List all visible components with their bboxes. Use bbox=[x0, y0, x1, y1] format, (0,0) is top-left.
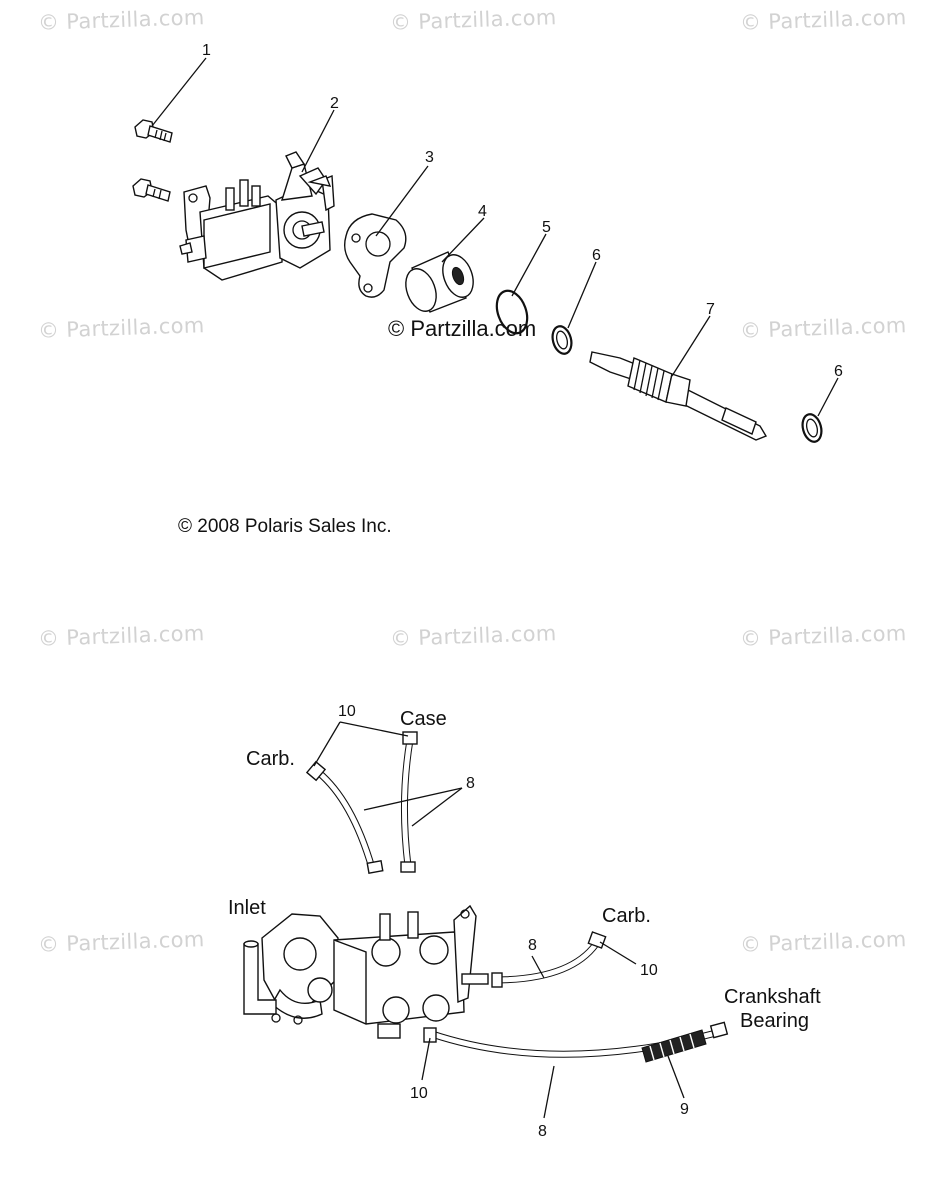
callout-number: 6 bbox=[592, 247, 601, 264]
callout-number: 10 bbox=[410, 1085, 428, 1102]
oil-pump-icon bbox=[261, 904, 489, 1039]
callout-number: 4 bbox=[478, 203, 487, 220]
spring-guard-icon bbox=[641, 1029, 707, 1063]
callout-number: 2 bbox=[330, 95, 339, 112]
callout-number: 9 bbox=[680, 1101, 689, 1118]
gasket-icon bbox=[343, 213, 407, 298]
callout-number: 10 bbox=[640, 962, 658, 979]
callout-number: 5 bbox=[542, 219, 551, 236]
callout-number: 8 bbox=[466, 775, 475, 792]
callout-number: 1 bbox=[202, 42, 211, 59]
washer-icon bbox=[551, 325, 573, 355]
drive-shaft-icon bbox=[589, 351, 768, 441]
case-label: Case bbox=[400, 708, 447, 730]
callout-number: 3 bbox=[425, 149, 434, 166]
o-ring-icon bbox=[495, 289, 529, 335]
callout-number: 7 bbox=[706, 301, 715, 318]
oil-pump-icon bbox=[179, 151, 335, 281]
washer-icon bbox=[801, 413, 823, 443]
bolt-icon bbox=[132, 178, 171, 202]
callout-number: 8 bbox=[528, 937, 537, 954]
callout-number: 8 bbox=[538, 1123, 547, 1140]
center-watermark: © Partzilla.com bbox=[388, 316, 537, 341]
bolt-icon bbox=[134, 119, 173, 143]
carb-label: Carb. bbox=[246, 748, 295, 770]
carb-label: Carb. bbox=[602, 905, 651, 927]
crankshaft-label: Crankshaft bbox=[724, 986, 821, 1008]
bushing-icon bbox=[405, 251, 474, 313]
inlet-label: Inlet bbox=[228, 897, 266, 919]
callout-number: 10 bbox=[338, 703, 356, 720]
callout-number: 6 bbox=[834, 363, 843, 380]
copyright-notice: © 2008 Polaris Sales Inc. bbox=[178, 516, 392, 537]
bearing-label: Bearing bbox=[740, 1010, 809, 1032]
inlet-fitting-icon bbox=[243, 940, 277, 1015]
